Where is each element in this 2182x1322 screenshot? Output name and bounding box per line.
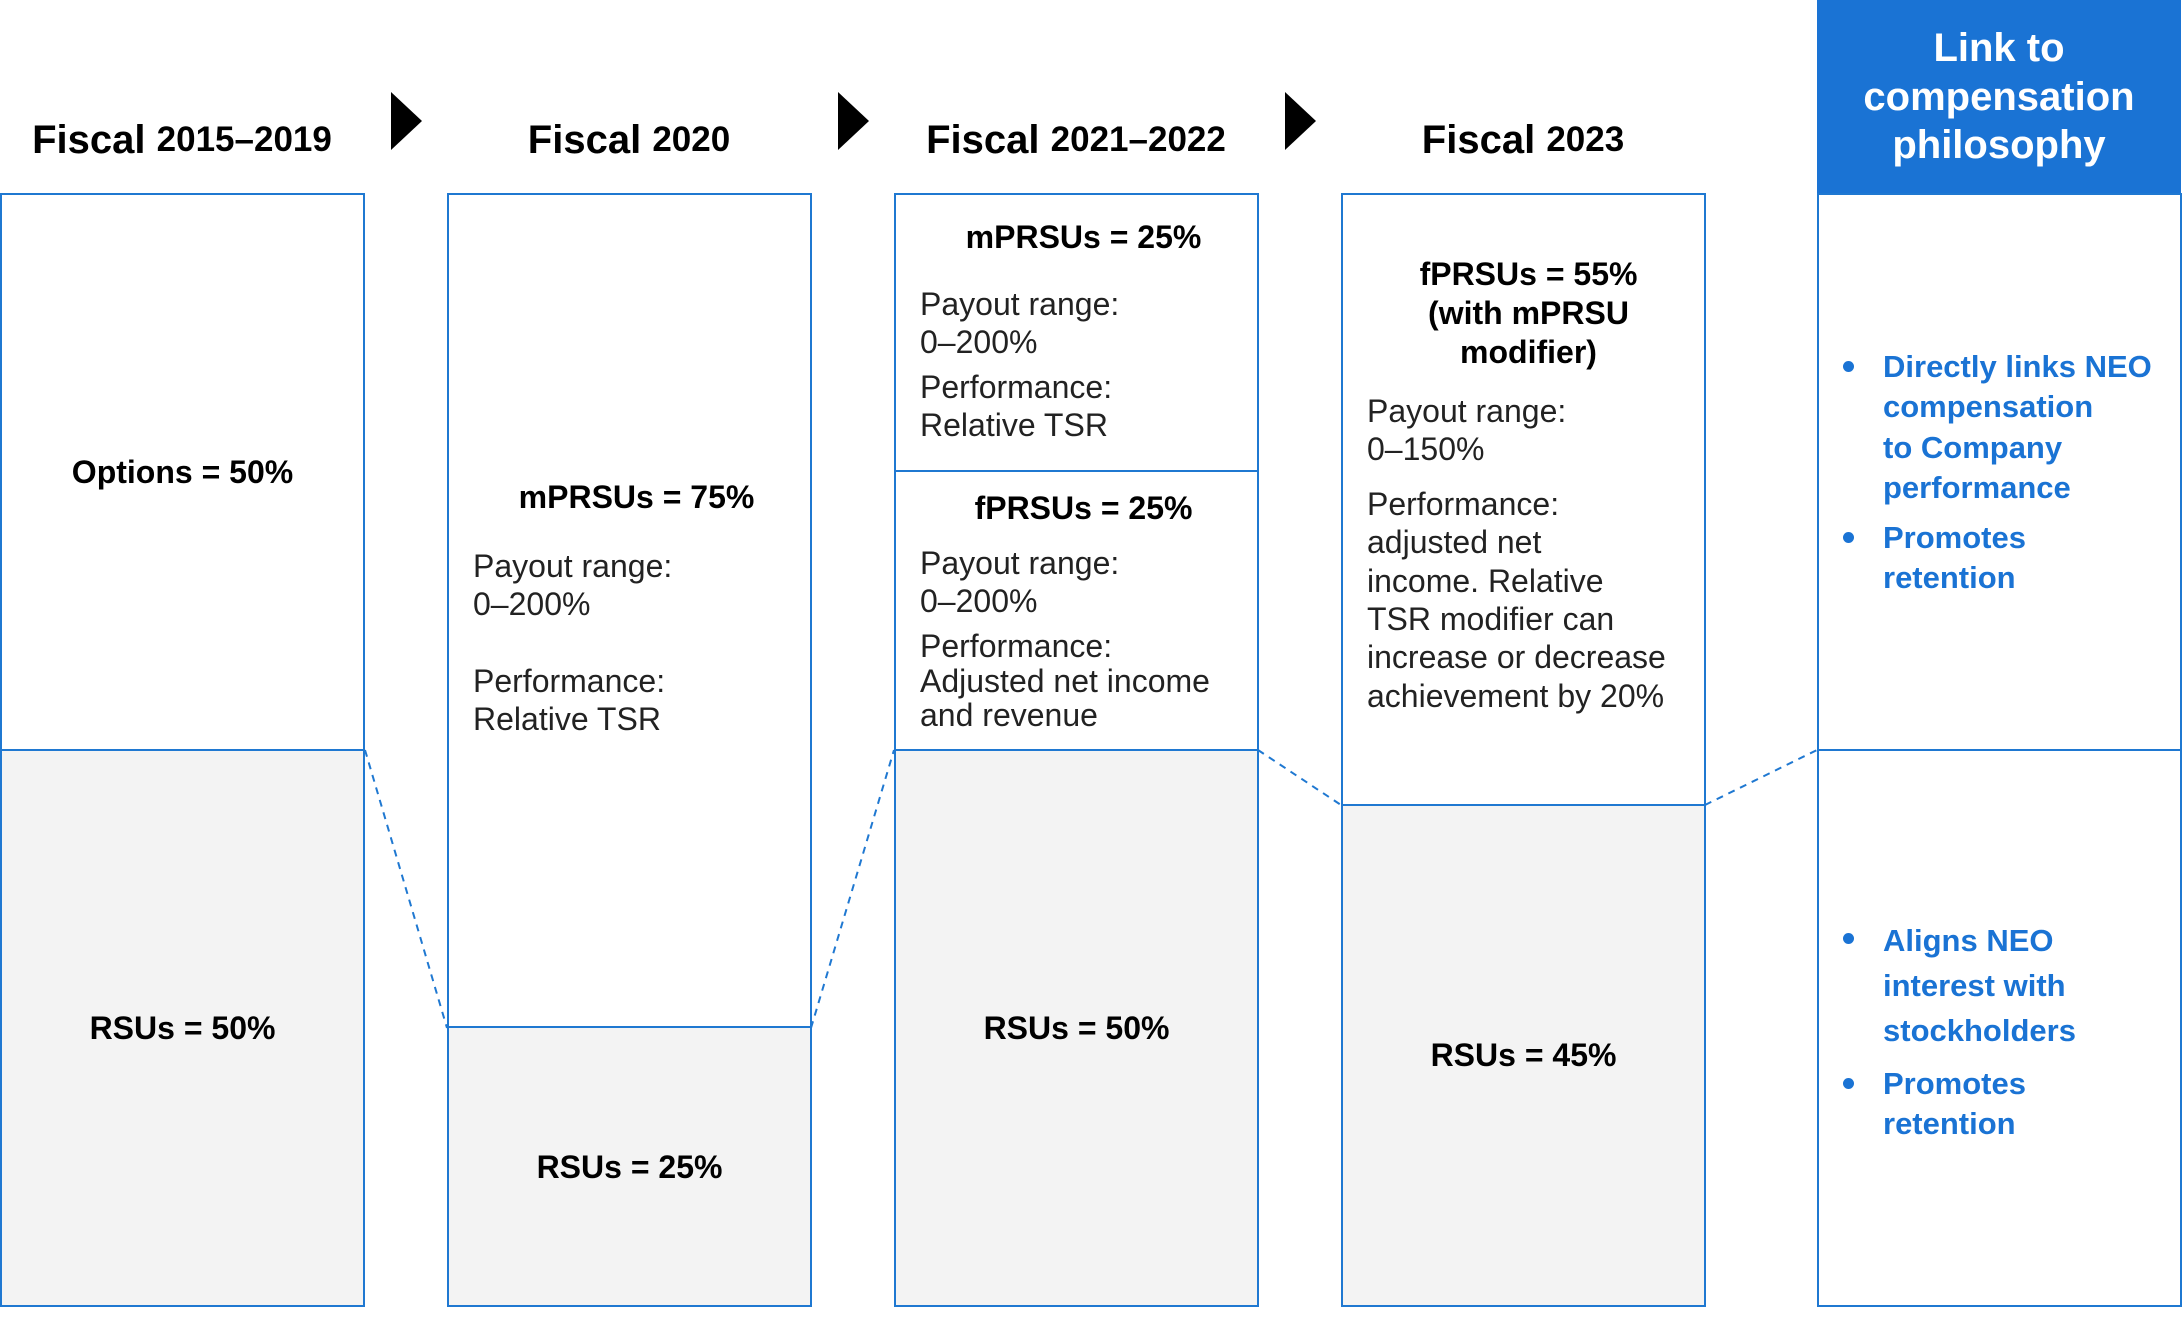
performance-label: Performance:: [920, 627, 1113, 664]
fprsu-segment: fPRSUs = 55% (with mPRSU modifier) Payou…: [1341, 193, 1706, 806]
period-header-2015-2019: Fiscal 2015–2019: [0, 100, 364, 180]
mprsu-title: mPRSUs = 25%: [965, 219, 1202, 255]
bullet-dot-icon: [1843, 1077, 1854, 1089]
period-header-2023: Fiscal 2023: [1341, 100, 1705, 180]
rsu-label: RSUs = 25%: [536, 1149, 723, 1185]
rsu-label: RSUs = 50%: [983, 1010, 1170, 1046]
rsu-segment: RSUs = 25%: [447, 1026, 812, 1307]
period-label: Fiscal: [32, 117, 146, 162]
connector-line: [1257, 749, 1342, 806]
bullet-line: retention: [1883, 1106, 2016, 1142]
fprsu-segment: fPRSUs = 25% Payout range: 0–200% Perfor…: [894, 470, 1259, 751]
fprsu-title: fPRSUs = 55% (with mPRSU modifier): [1367, 255, 1690, 372]
bullet-line: to Company: [1883, 429, 2063, 465]
options-label: Options = 50%: [71, 454, 294, 490]
fprsu-title-line: modifier): [1460, 334, 1597, 371]
payout-range-value: 0–150%: [1367, 431, 1485, 468]
bullet-line: interest with: [1883, 967, 2066, 1003]
bullet-line: stockholders: [1883, 1012, 2076, 1048]
bullet-line: compensation: [1883, 389, 2094, 425]
fprsu-title: fPRSUs = 25%: [974, 490, 1193, 526]
rsu-segment: RSUs = 45%: [1341, 804, 1706, 1307]
period-header-2020: Fiscal 2020: [447, 100, 811, 180]
period-years: 2015–2019: [156, 120, 332, 159]
payout-range-label: Payout range:: [1367, 393, 1567, 430]
performance-label: Performance:: [473, 662, 666, 699]
payout-range-value: 0–200%: [920, 324, 1038, 361]
arrow-right-icon: [838, 92, 869, 150]
performance-value-line: and revenue: [920, 696, 1098, 733]
connector-line: [364, 749, 448, 1029]
performance-line: TSR modifier can: [1367, 601, 1615, 638]
performance-line: income. Relative: [1367, 562, 1604, 599]
fprsu-title-line: (with mPRSU: [1428, 295, 1629, 332]
performance-line: Performance:: [1367, 485, 1560, 522]
arrow-right-icon: [391, 92, 422, 150]
bullet-line: retention: [1883, 560, 2016, 596]
mprsu-segment: mPRSUs = 25% Payout range: 0–200% Perfor…: [894, 193, 1259, 473]
bullet-dot-icon: [1843, 532, 1854, 544]
arrow-right-icon: [1285, 92, 1316, 150]
performance-line: increase or decrease: [1367, 639, 1666, 676]
philosophy-header-line: philosophy: [1892, 123, 2106, 168]
performance-value: Relative TSR: [920, 407, 1108, 444]
performance-value: Relative TSR: [473, 701, 661, 738]
rsu-segment: RSUs = 50%: [894, 749, 1259, 1307]
philosophy-bullets-bottom: Aligns NEO interest with stockholders Pr…: [1843, 919, 2076, 1154]
bullet-line: Promotes: [1883, 520, 2026, 556]
philosophy-bullets-top: Directly links NEO compensation to Compa…: [1843, 347, 2152, 609]
philosophy-performance-box: Directly links NEO compensation to Compa…: [1817, 193, 2182, 751]
performance-line: achievement by 20%: [1367, 677, 1665, 714]
philosophy-header: Link to compensation philosophy: [1817, 0, 2181, 194]
period-label: Fiscal: [527, 117, 642, 162]
rsu-label: RSUs = 50%: [89, 1010, 276, 1046]
performance-value-line: Adjusted net income: [920, 663, 1210, 700]
payout-range-label: Payout range:: [920, 545, 1120, 581]
connector-line: [1704, 749, 1818, 806]
bullet-line: Promotes: [1883, 1065, 2026, 1101]
period-label: Fiscal: [926, 117, 1040, 162]
bullet-line: Directly links NEO: [1883, 349, 2152, 384]
bullet-line: Aligns NEO: [1883, 923, 2054, 958]
performance-line: adjusted net: [1367, 524, 1542, 561]
payout-range-value: 0–200%: [473, 586, 591, 623]
bullet-item: Directly links NEO compensation to Compa…: [1843, 347, 2152, 508]
period-header-2021-2022: Fiscal 2021–2022: [894, 100, 1258, 180]
philosophy-alignment-box: Aligns NEO interest with stockholders Pr…: [1817, 749, 2182, 1307]
period-years: 2023: [1546, 120, 1625, 159]
philosophy-header-line: compensation: [1863, 74, 2135, 119]
bullet-item: Promotes retention: [1843, 518, 2152, 599]
rsu-label: RSUs = 45%: [1430, 1037, 1617, 1073]
payout-range-value: 0–200%: [920, 583, 1038, 620]
fprsu-title-line: fPRSUs = 55%: [1419, 256, 1638, 292]
bullet-item: Promotes retention: [1843, 1064, 2076, 1145]
period-years: 2021–2022: [1050, 120, 1226, 159]
bullet-item: Aligns NEO interest with stockholders: [1843, 919, 2076, 1054]
mprsu-segment: mPRSUs = 75% Payout range: 0–200% Perfor…: [447, 193, 812, 1029]
payout-range-label: Payout range:: [920, 286, 1120, 322]
payout-range-label: Payout range:: [473, 548, 673, 584]
period-years: 2020: [652, 120, 731, 159]
connector-line: [810, 749, 895, 1029]
bullet-dot-icon: [1843, 933, 1854, 944]
mprsu-title: mPRSUs = 75%: [518, 479, 755, 515]
rsu-segment: RSUs = 50%: [0, 749, 365, 1307]
options-segment: Options = 50%: [0, 193, 365, 751]
philosophy-header-line: Link to: [1933, 25, 2065, 70]
performance-label: Performance:: [920, 368, 1113, 405]
period-label: Fiscal: [1421, 117, 1536, 162]
bullet-dot-icon: [1843, 361, 1854, 372]
bullet-line: performance: [1883, 469, 2071, 505]
